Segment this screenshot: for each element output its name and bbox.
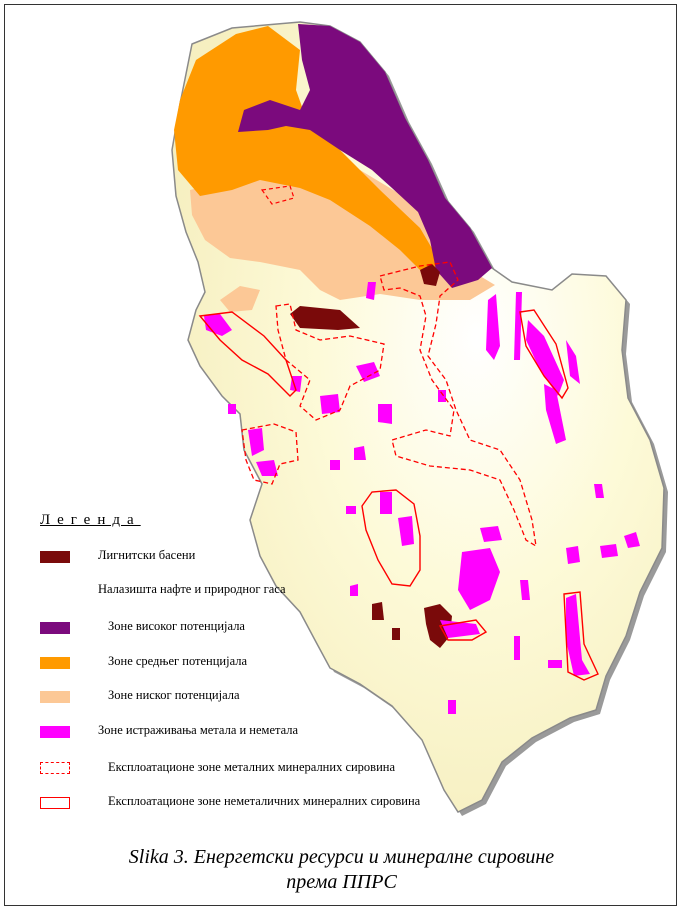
nonmetal-exploitation-zones [198, 309, 599, 681]
exploration-zone [520, 580, 530, 600]
legend-swatch-lignite [40, 551, 70, 563]
legend-label-medium-potential: Зоне средњег потенцијала [108, 654, 248, 668]
exploration-zone [256, 460, 278, 476]
exploration-zone [366, 282, 376, 300]
exploration-zone [544, 384, 566, 444]
exploration-zone [566, 594, 590, 676]
metal-exploitation-zone [241, 423, 299, 485]
lignite-basin-kolubara [290, 306, 360, 330]
nonmetal-exploitation-zone [438, 619, 488, 641]
lignite-basin-kostolac [420, 264, 440, 286]
exploration-zone [354, 446, 366, 460]
legend-swatch-low-potential [40, 691, 70, 703]
legend-label-exploration: Зоне истраживања метала и неметала [98, 723, 299, 737]
exploration-zone [486, 294, 500, 360]
legend-swatch-metal-exploitation [40, 762, 70, 774]
exploration-zone [600, 544, 618, 558]
zone-high-potential [238, 24, 492, 288]
exploration-zone [514, 636, 520, 660]
metal-exploitation-zone [275, 303, 385, 421]
legend-swatch-exploration [40, 726, 70, 738]
legend-swatch-nonmetal-exploitation [40, 797, 70, 809]
metal-exploitation-zone [379, 261, 537, 548]
exploration-zone [448, 700, 456, 714]
nonmetal-exploitation-zone [361, 489, 421, 587]
nonmetal-exploitation-zone [563, 591, 599, 681]
nonmetal-exploitation-zone [198, 311, 297, 397]
legend-label-lignite: Лигнитски басени [98, 548, 196, 562]
exploration-zone [480, 526, 502, 542]
lignite-basin-south-1 [424, 604, 452, 648]
exploration-zone [594, 484, 604, 498]
exploration-zone [398, 516, 414, 546]
figure-caption-line2: према ППРС [286, 871, 397, 893]
exploration-zone [330, 460, 340, 470]
exploration-zone [566, 546, 580, 564]
exploration-zone [624, 532, 640, 548]
legend-title: Легенда [40, 512, 141, 528]
exploration-zone [320, 394, 340, 414]
exploration-zone [228, 404, 236, 414]
zone-low-potential-2 [220, 286, 260, 312]
legend-label-oil-gas: Налазишта нафте и природног гаса [98, 582, 286, 596]
legend-swatch-high-potential [40, 622, 70, 634]
exploration-zone [350, 584, 358, 596]
lignite-basin-south-3 [392, 628, 400, 640]
exploration-zone [378, 404, 392, 424]
legend-swatch-medium-potential [40, 657, 70, 669]
nonmetal-exploitation-zone [519, 309, 569, 400]
lignite-basin-south-2 [372, 602, 384, 620]
zone-medium-potential-inner [196, 40, 270, 116]
exploration-zone [356, 362, 380, 382]
exploration-zone [346, 506, 356, 514]
exploration-zone [458, 548, 500, 610]
legend-label-metal-exploitation: Експлоатационе зоне металних минералних … [108, 760, 396, 774]
exploration-zone [514, 292, 522, 360]
metal-exploitation-zones [241, 261, 537, 548]
exploration-zone [438, 390, 446, 402]
exploration-zone [548, 660, 562, 668]
legend-label-nonmetal-exploitation: Експлоатационе зоне неметаличних минерал… [108, 794, 421, 808]
exploration-zone [248, 428, 264, 456]
exploration-zone [566, 340, 580, 384]
exploration-zone [380, 492, 392, 514]
legend-label-high-potential: Зоне високог потенцијала [108, 619, 245, 633]
figure-caption-line1: Slika 3. Енергетски ресурси и минералне … [128, 846, 555, 868]
legend-label-low-potential: Зоне ниског потенцијала [108, 688, 240, 702]
exploration-zone [204, 314, 232, 336]
exploration-zone [526, 320, 564, 396]
zone-low-potential-inner [260, 185, 295, 205]
